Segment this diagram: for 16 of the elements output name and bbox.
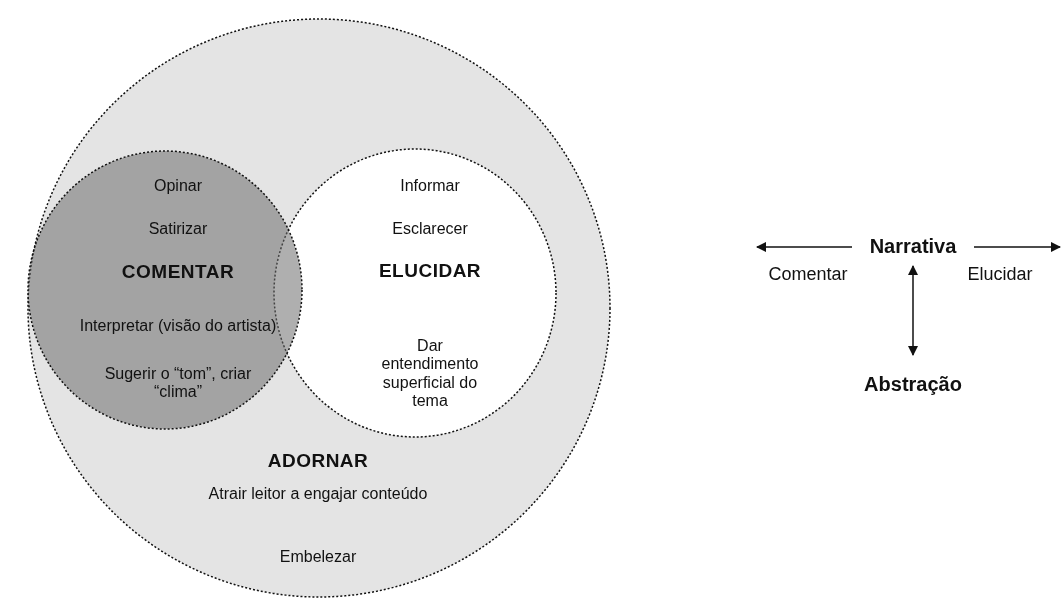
circle-text: Atrair leitor a engajar conteúdo bbox=[208, 485, 428, 504]
circle-heading: ELUCIDAR bbox=[377, 260, 483, 282]
circle-text: Embelezar bbox=[278, 548, 358, 567]
circle-text: Esclarecer bbox=[391, 220, 469, 239]
circle-text: Satirizar bbox=[147, 220, 209, 239]
axis-title: Abstração bbox=[864, 373, 962, 396]
axis-title: Narrativa bbox=[869, 235, 957, 258]
circle-text: Sugerir o “tom”, criar “clima” bbox=[103, 365, 253, 402]
circle-text: Informar bbox=[399, 177, 461, 196]
axis-label: Elucidar bbox=[967, 264, 1033, 285]
circle-heading: COMENTAR bbox=[120, 261, 236, 283]
circle-heading: ADORNAR bbox=[266, 450, 370, 472]
circle-text: Dar entendimento superficial do tema bbox=[380, 337, 480, 411]
axis-label: Comentar bbox=[768, 264, 848, 285]
circle-text: Interpretar (visão do artista) bbox=[78, 317, 278, 336]
circle-text: Opinar bbox=[153, 177, 203, 196]
